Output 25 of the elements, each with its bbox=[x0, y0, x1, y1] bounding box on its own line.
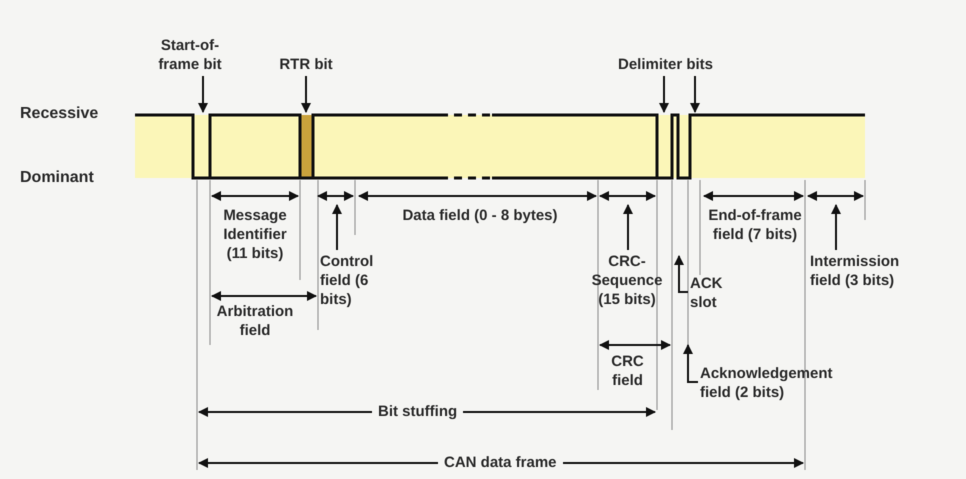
signal-level-label: Recessive bbox=[20, 104, 100, 123]
field-label: End-of-frame field (7 bits) bbox=[707, 206, 803, 244]
callout-label: CRC-Sequence (15 bits) bbox=[584, 252, 670, 309]
callout-label: Start-of-frame bit bbox=[150, 36, 230, 74]
callout-label: Delimiter bits bbox=[608, 55, 723, 74]
leader-arrow bbox=[623, 204, 633, 250]
callout-label: Intermission field (3 bits) bbox=[810, 252, 902, 290]
leader-arrow bbox=[659, 76, 669, 113]
field-label: Message Identifier (11 bits) bbox=[222, 206, 288, 263]
leader-arrow bbox=[831, 204, 841, 250]
callout-label: Acknowledgement field (2 bits) bbox=[700, 364, 850, 402]
leader-arrow bbox=[690, 76, 700, 113]
callout-label: Control field (6 bits) bbox=[320, 252, 382, 309]
leader-arrow bbox=[332, 204, 342, 250]
field-label: Arbitration field bbox=[216, 302, 294, 340]
callout-label: ACK slot bbox=[690, 274, 735, 312]
leader-arrow bbox=[683, 344, 698, 383]
span-label: Bit stuffing bbox=[372, 402, 464, 421]
field-label: Data field (0 - 8 bytes) bbox=[401, 206, 559, 225]
callout-label: RTR bit bbox=[266, 55, 346, 74]
leader-arrow bbox=[674, 255, 688, 293]
field-label: CRC field bbox=[610, 352, 645, 390]
signal-level-label: Dominant bbox=[20, 168, 95, 187]
leader-arrow bbox=[198, 76, 208, 113]
leader-arrow bbox=[301, 76, 311, 113]
